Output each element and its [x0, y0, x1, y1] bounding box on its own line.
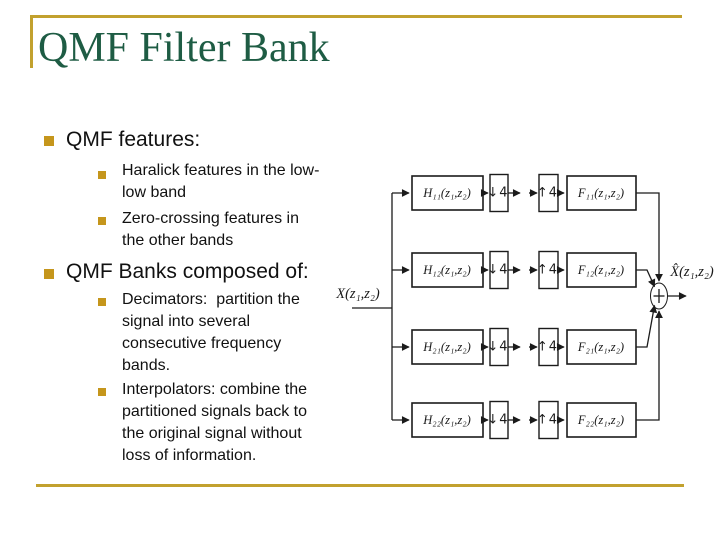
sub-bullet-decimators: Decimators: partition the signal into se…	[122, 291, 300, 374]
filter-row-4: H₂₂(z₁,z₂) ↓4 ↑4 F₂₂(z₁,z₂)	[392, 400, 637, 440]
bullet-square-icon	[44, 269, 54, 279]
interpolator-label-1: ↑4	[537, 186, 558, 201]
synthesis-filter-label-3: F₂₁(z₁,z₂)	[577, 340, 624, 354]
interpolator-label-2: ↑4	[537, 263, 558, 278]
analysis-filter-box-1	[411, 175, 484, 211]
analysis-filter-label-2: H₁₂(z₁,z₂)	[422, 263, 471, 277]
interpolator-label-4: ↑4	[537, 413, 558, 428]
sub-bullet-square-icon	[98, 388, 106, 396]
filter-row-1: H₁₁(z₁,z₂) ↓4 ↑4 F₁₁(z₁,z₂)	[392, 173, 637, 213]
filter-row-2: H₁₂(z₁,z₂) ↓4 ↑4 F₁₂(z₁,z₂)	[392, 250, 637, 290]
output-signal-label: X̂(z₁,z₂)	[669, 264, 714, 280]
synthesis-filter-box-2	[566, 252, 637, 288]
sub-bullet-square-icon	[98, 217, 106, 225]
top-rule	[30, 15, 682, 18]
bullet-square-icon	[44, 136, 54, 146]
sub-bullet-square-icon	[98, 171, 106, 179]
synthesis-filter-box-4	[566, 402, 637, 438]
qmf-filter-bank-diagram: X(z₁,z₂) H₁₁(z₁,z₂) ↓4 ↑4 F₁₁(z₁,z₂) H₁₂…	[335, 173, 714, 440]
bullet-qmf-features: QMF features:	[66, 128, 201, 151]
slide-title: QMF Filter Bank	[38, 25, 330, 71]
filter-row-3: H₂₁(z₁,z₂) ↓4 ↑4 F₂₁(z₁,z₂)	[392, 327, 637, 367]
summation-node	[650, 282, 668, 310]
analysis-filter-label-4: H₂₂(z₁,z₂)	[422, 413, 471, 427]
sub-bullet-zero-crossing: Zero-crossing features in the other band…	[122, 210, 299, 249]
recombination-wires	[636, 192, 663, 421]
synthesis-filter-label-2: F₁₂(z₁,z₂)	[577, 263, 624, 277]
sub-bullet-square-icon	[98, 298, 106, 306]
input-signal-label: X(z₁,z₂)	[335, 286, 380, 302]
analysis-filter-label-3: H₂₁(z₁,z₂)	[422, 340, 471, 354]
decimator-label-4: ↓4	[487, 413, 508, 428]
title-left-rule	[30, 15, 33, 68]
synthesis-filter-label-1: F₁₁(z₁,z₂)	[577, 186, 624, 200]
decimator-label-3: ↓4	[487, 340, 508, 355]
synthesis-filter-label-4: F₂₂(z₁,z₂)	[577, 413, 624, 427]
interpolator-label-3: ↑4	[537, 340, 558, 355]
synthesis-filter-box-1	[566, 175, 637, 211]
bottom-rule	[36, 484, 684, 487]
decimator-label-2: ↓4	[487, 263, 508, 278]
sub-bullet-interpolators: Interpolators: combine the partitioned s…	[122, 381, 307, 464]
sub-bullet-haralick: Haralick features in the low- low band	[122, 162, 320, 201]
bullet-qmf-banks: QMF Banks composed of:	[66, 260, 309, 283]
analysis-filter-label-1: H₁₁(z₁,z₂)	[422, 186, 471, 200]
decimator-label-1: ↓4	[487, 186, 508, 201]
